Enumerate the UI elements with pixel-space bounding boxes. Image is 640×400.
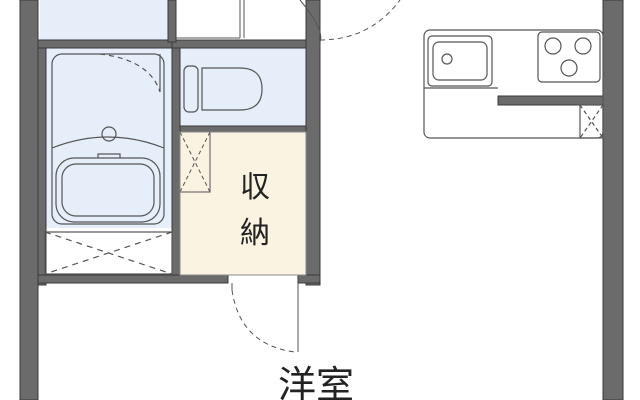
- storage-label-char2: 納: [240, 216, 270, 251]
- kitchen-niche: [579, 104, 604, 139]
- toilet-bowl-icon: [201, 67, 263, 111]
- walls: [19, 0, 624, 400]
- bathtub-inner: [61, 163, 155, 217]
- left-outer-wall: [19, 0, 39, 400]
- toilet: [183, 65, 263, 113]
- shower-area: [51, 53, 165, 225]
- bathtub: [55, 157, 161, 223]
- right-outer-wall: [602, 0, 624, 400]
- core-top-wall: [171, 39, 321, 49]
- bathtub-top: [97, 153, 121, 158]
- sink-icon: [427, 35, 493, 87]
- bathroom: [44, 53, 173, 275]
- top-area-lines: [176, 0, 401, 43]
- core-bottom-wall-right: [297, 274, 321, 284]
- burner-icon: [560, 59, 578, 77]
- storage-floor: [180, 130, 307, 275]
- top-left-room-floor: [40, 0, 170, 42]
- core-bottom-wall-left: [37, 274, 229, 284]
- bath-edge: [51, 136, 165, 149]
- western-room-label: 洋室: [278, 363, 354, 400]
- kitchen-ledge-wall: [497, 95, 604, 106]
- kitchen: [423, 29, 604, 139]
- toilet-floor: [180, 48, 307, 128]
- burner-icon: [544, 37, 562, 55]
- core-right-wall: [305, 0, 321, 286]
- laundry-space: [44, 231, 173, 275]
- bathroom-floor: [45, 48, 172, 228]
- room-door: [231, 283, 299, 353]
- upper-horizontal-wall: [37, 39, 179, 49]
- core-divider-wall: [171, 47, 181, 279]
- upper-partition-wall: [167, 0, 177, 43]
- toilet-bottom-wall: [179, 125, 307, 133]
- kitchen-counter: [423, 29, 604, 139]
- storage-outline: [179, 131, 307, 276]
- burner-icon: [574, 37, 592, 55]
- stove-icon: [537, 31, 601, 83]
- storage-label-char1: 収: [240, 170, 270, 205]
- drain-icon: [101, 126, 117, 142]
- toilet-tank-icon: [183, 65, 199, 113]
